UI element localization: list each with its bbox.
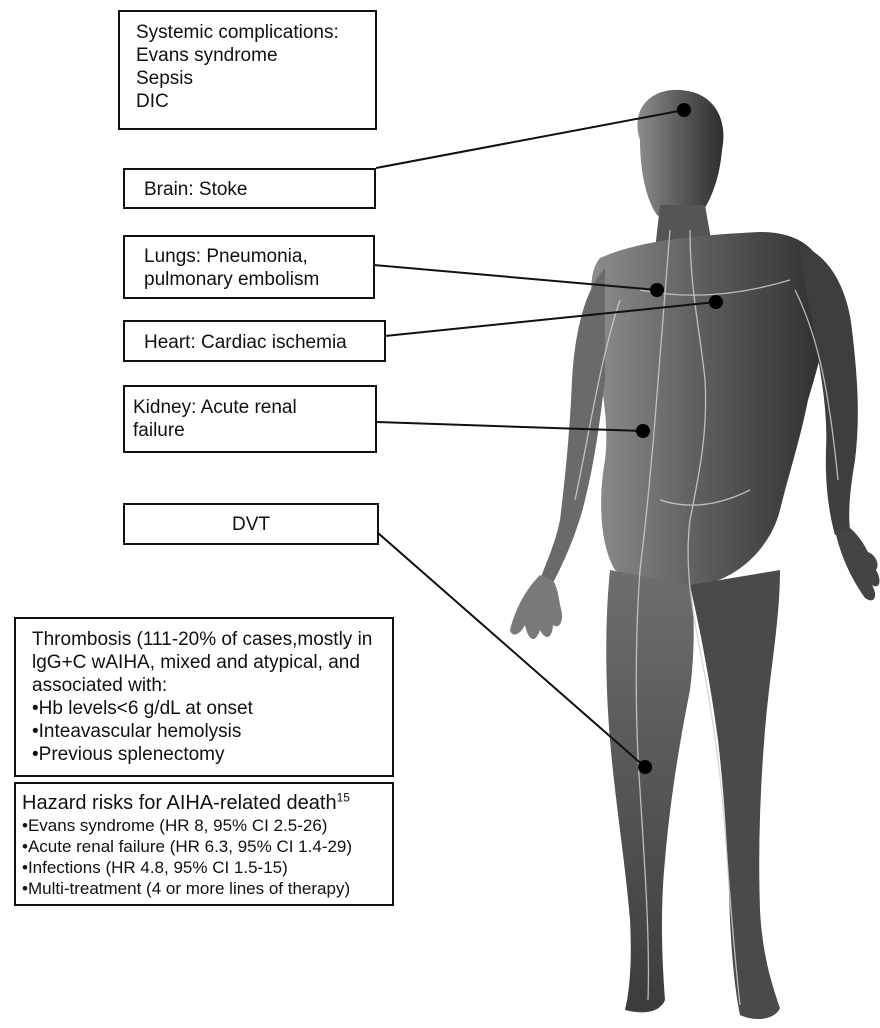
connector-dvt [378,533,645,767]
thrombosis-line: associated with: [32,674,392,697]
kidney-line: Kidney: Acute renal [133,396,375,419]
hazard-item: •Infections (HR 4.8, 95% CI 1.5-15) [22,857,392,878]
systemic-complications-box: Systemic complications: Evans syndrome S… [118,10,377,130]
dvt-box: DVT [123,503,379,545]
systemic-line: Evans syndrome [136,44,375,67]
body-arm-left [540,268,605,585]
kidney-box: Kidney: Acute renal failure [123,385,377,453]
hazard-item: •Acute renal failure (HR 6.3, 95% CI 1.4… [22,836,392,857]
dot-lungs [650,283,664,297]
body-leg-left [606,570,694,1012]
lungs-line: Lungs: Pneumonia, [144,245,373,268]
brain-label: Brain: Stoke [144,178,374,201]
systemic-line: DIC [136,90,375,113]
heart-box: Heart: Cardiac ischemia [123,320,386,362]
kidney-line: failure [133,419,375,442]
hazard-risks-box: Hazard risks for AIHA-related death15 •E… [14,782,394,906]
connector-kidney [376,422,643,431]
brain-box: Brain: Stoke [123,168,376,209]
lungs-box: Lungs: Pneumonia, pulmonary embolism [123,235,375,299]
connector-brain [376,110,684,168]
dot-dvt [638,760,652,774]
systemic-line: Sepsis [136,67,375,90]
body-hand-left [510,575,562,639]
thrombosis-line: •Hb levels<6 g/dL at onset [32,697,392,720]
body-torso [591,232,829,587]
thrombosis-line: •Inteavascular hemolysis [32,720,392,743]
body-silhouette [510,90,879,1019]
thrombosis-line: •Previous splenectomy [32,743,392,766]
thrombosis-box: Thrombosis (111-20% of cases,mostly in l… [14,617,394,777]
systemic-line: Systemic complications: [136,21,375,44]
hazard-item: •Multi-treatment (4 or more lines of the… [22,878,392,899]
body-hand-right [835,528,879,600]
lungs-line: pulmonary embolism [144,268,373,291]
dot-kidney [636,424,650,438]
thrombosis-line: Thrombosis (111-20% of cases,mostly in [32,628,392,651]
hazard-title: Hazard risks for AIHA-related death [22,792,337,814]
dot-heart [709,295,723,309]
dvt-label: DVT [125,513,377,536]
dot-brain [677,103,691,117]
heart-label: Heart: Cardiac ischemia [144,331,384,354]
hazard-reference: 15 [337,790,350,804]
hazard-title-row: Hazard risks for AIHA-related death15 [22,791,392,815]
hazard-item: •Evans syndrome (HR 8, 95% CI 2.5-26) [22,815,392,836]
thrombosis-line: lgG+C wAIHA, mixed and atypical, and [32,651,392,674]
